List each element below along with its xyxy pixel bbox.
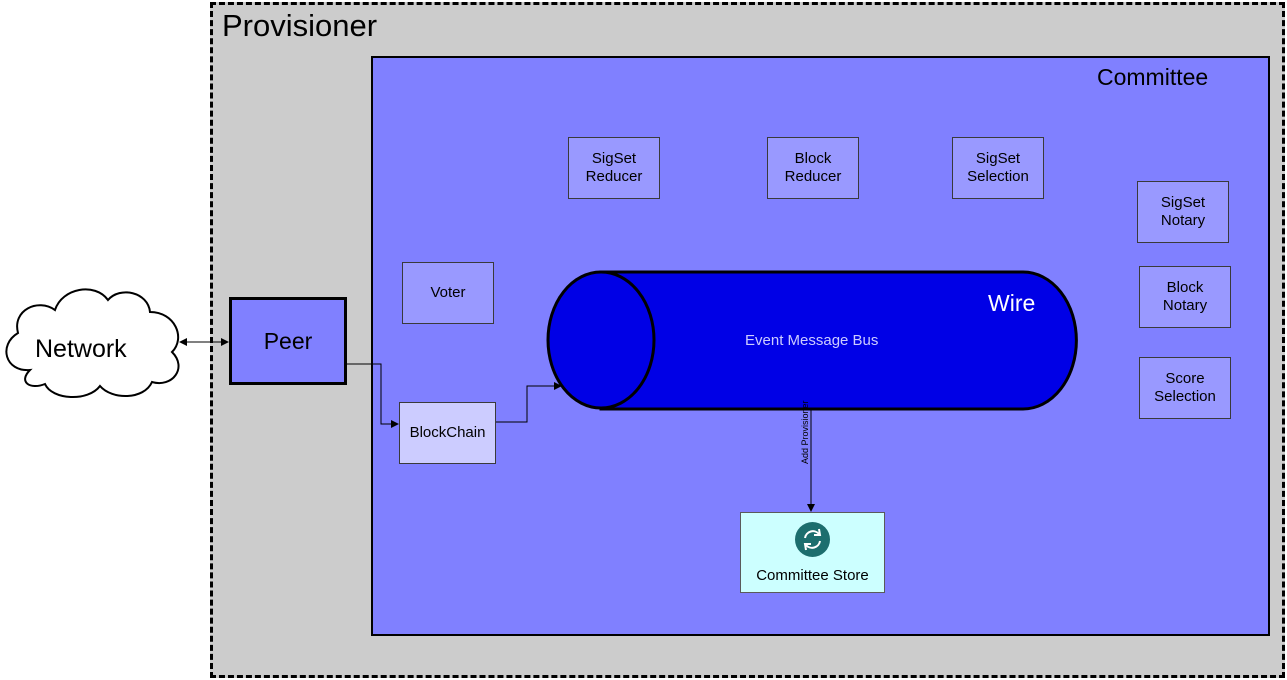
score-selection-node: Score Selection xyxy=(1139,357,1231,419)
sigset-selection-label-line1: SigSet xyxy=(975,150,1021,167)
provisioner-label: Provisioner xyxy=(222,8,378,43)
voter-label: Voter xyxy=(430,284,466,301)
network-label: Network xyxy=(35,335,127,363)
event-message-bus-label: Event Message Bus xyxy=(745,332,879,349)
sigset-reducer-label-line1: SigSet xyxy=(591,150,637,167)
wire-cylinder xyxy=(546,270,1078,411)
network-cloud-icon xyxy=(5,288,180,399)
peer-node: Peer xyxy=(229,297,347,385)
block-notary-node: Block Notary xyxy=(1139,266,1231,328)
sigset-selection-node: SigSet Selection xyxy=(952,137,1044,199)
committee-store-label: Committee Store xyxy=(756,567,869,584)
peer-blockchain-connector xyxy=(347,363,399,428)
wire-label: Wire xyxy=(988,290,1036,316)
committee-label: Committee xyxy=(1097,64,1209,90)
block-reducer-node: Block Reducer xyxy=(767,137,859,199)
block-reducer-label-line1: Block xyxy=(794,150,832,167)
voter-node: Voter xyxy=(402,262,494,324)
block-notary-label-line2: Notary xyxy=(1162,297,1208,314)
blockchain-wire-connector xyxy=(496,382,562,423)
sigset-notary-node: SigSet Notary xyxy=(1137,181,1229,243)
sigset-notary-label-line1: SigSet xyxy=(1160,194,1206,211)
sync-icon xyxy=(795,522,830,557)
score-selection-label-line1: Score xyxy=(1165,370,1205,387)
sigset-notary-label-line2: Notary xyxy=(1160,212,1206,229)
sigset-reducer-node: SigSet Reducer xyxy=(568,137,660,199)
block-notary-label-line1: Block xyxy=(1166,279,1204,296)
peer-label: Peer xyxy=(263,328,313,354)
block-reducer-label-line2: Reducer xyxy=(784,168,842,185)
blockchain-node: BlockChain xyxy=(399,402,496,464)
blockchain-label: BlockChain xyxy=(409,424,486,441)
sigset-reducer-label-line2: Reducer xyxy=(585,168,643,185)
add-provisioner-edge-label: Add Provisioner xyxy=(800,400,810,464)
score-selection-label-line2: Selection xyxy=(1154,388,1216,405)
sigset-selection-label-line2: Selection xyxy=(967,168,1029,185)
